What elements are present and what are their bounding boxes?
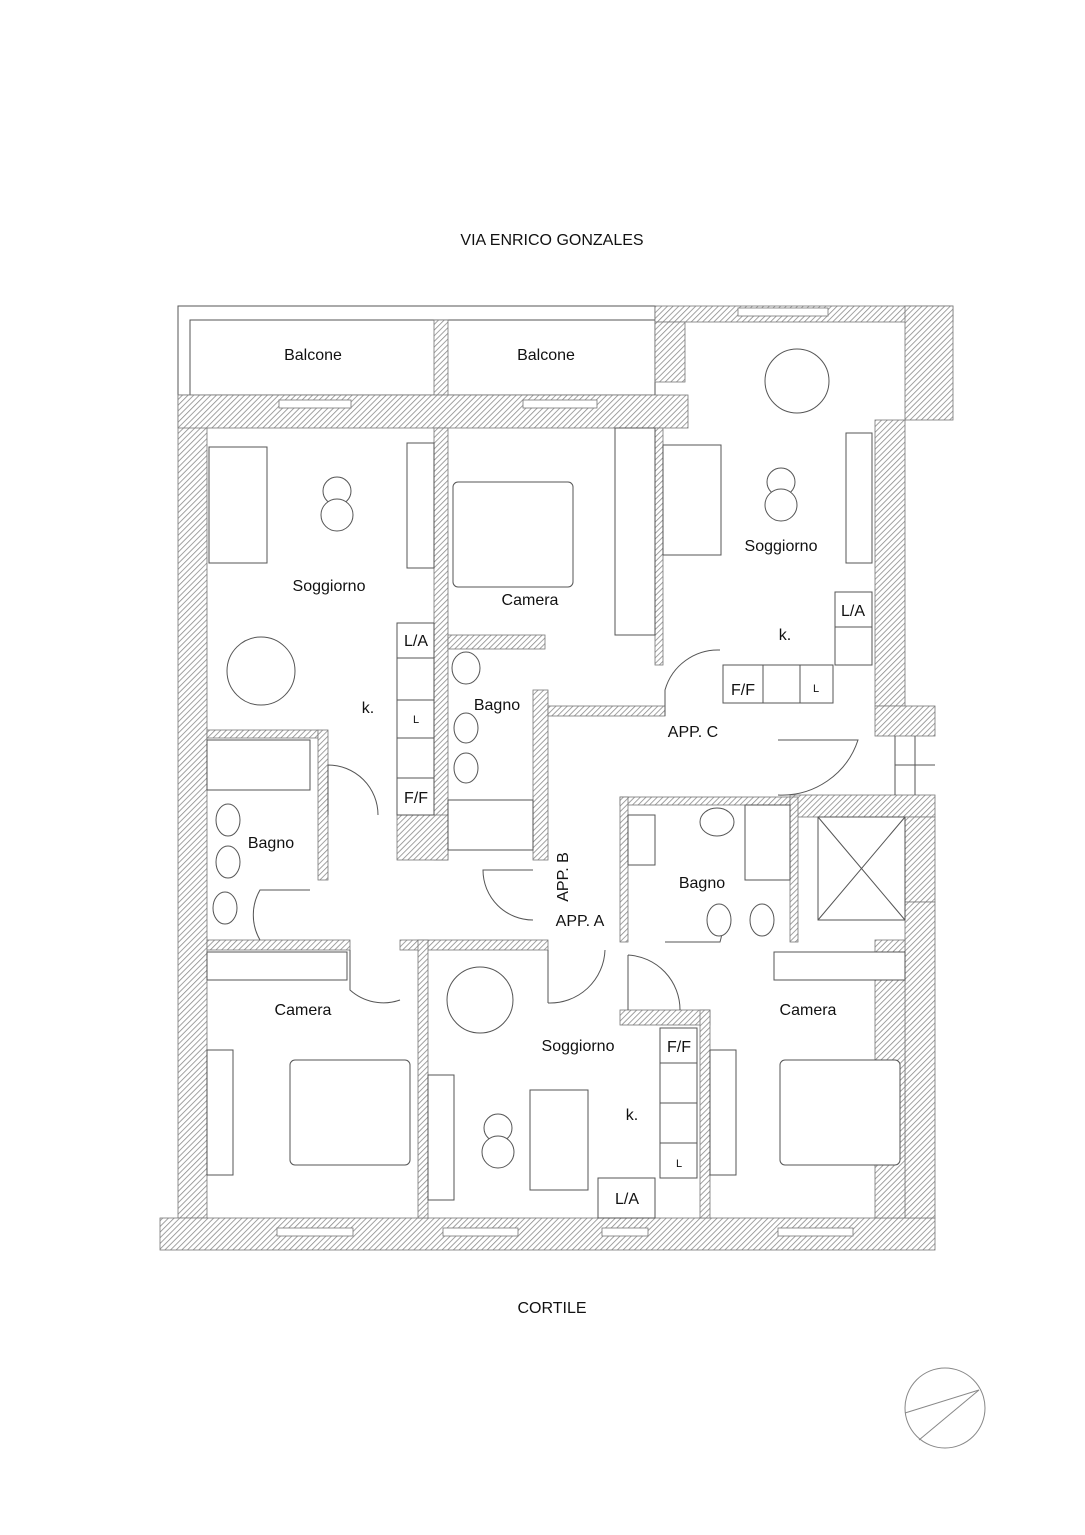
compass-icon <box>904 1367 986 1449</box>
sofa <box>529 1089 589 1191</box>
kitchen-label: k. <box>362 700 374 717</box>
apartment-label: APP. A <box>556 913 605 930</box>
kitchen-label: k. <box>626 1107 638 1124</box>
kitchen-units <box>396 591 873 1219</box>
room-label: Soggiorno <box>293 578 366 595</box>
room-label: Soggiorno <box>542 1038 615 1055</box>
tv-unit <box>406 442 435 569</box>
furniture <box>206 348 906 1201</box>
courtyard-label: CORTILE <box>517 1300 586 1317</box>
wardrobe <box>206 951 348 981</box>
wardrobe <box>627 814 656 866</box>
shower <box>447 799 534 851</box>
kitchen-label: L <box>413 714 419 726</box>
desk <box>206 1049 234 1176</box>
wardrobe <box>614 427 656 636</box>
room-label: Camera <box>502 592 559 609</box>
tv-unit <box>427 1074 455 1201</box>
room-label: Bagno <box>248 835 294 852</box>
room-labels: Balcone Balcone Soggiorno Camera Soggior… <box>248 347 865 1208</box>
shower <box>206 739 311 791</box>
walls <box>159 305 954 1251</box>
apartment-label: APP. B <box>555 852 572 902</box>
apartment-label: APP. C <box>668 724 718 741</box>
sofa <box>208 446 268 564</box>
tv-unit <box>845 432 873 564</box>
room-label: Balcone <box>284 347 342 364</box>
bed <box>452 481 574 588</box>
kitchen-label: L/A <box>841 603 865 620</box>
dining-table <box>226 636 296 706</box>
dining-table <box>764 348 830 414</box>
dining-table <box>446 966 514 1034</box>
kitchen-label: L <box>676 1158 682 1170</box>
balconies <box>177 305 656 396</box>
windows <box>276 307 854 1237</box>
room-label: Soggiorno <box>745 538 818 555</box>
wardrobe <box>773 951 906 981</box>
kitchen-label: L/A <box>615 1191 639 1208</box>
kitchen-label: L <box>813 683 819 695</box>
stairs <box>894 736 935 795</box>
room-label: Camera <box>780 1002 837 1019</box>
kitchen-label: F/F <box>731 682 755 699</box>
desk <box>709 1049 737 1176</box>
kitchen-label: L/A <box>404 633 428 650</box>
kitchen-label: k. <box>779 627 791 644</box>
kitchen-label: F/F <box>404 790 428 807</box>
room-label: Camera <box>275 1002 332 1019</box>
sofa <box>662 444 722 556</box>
kitchen-label: F/F <box>667 1039 691 1056</box>
elevator-shaft <box>817 816 906 921</box>
room-label: Bagno <box>474 697 520 714</box>
street-label: VIA ENRICO GONZALES <box>460 232 643 249</box>
shower <box>744 804 791 881</box>
bed <box>289 1059 411 1166</box>
bed <box>779 1059 901 1166</box>
room-label: Bagno <box>679 875 725 892</box>
room-label: Balcone <box>517 347 575 364</box>
